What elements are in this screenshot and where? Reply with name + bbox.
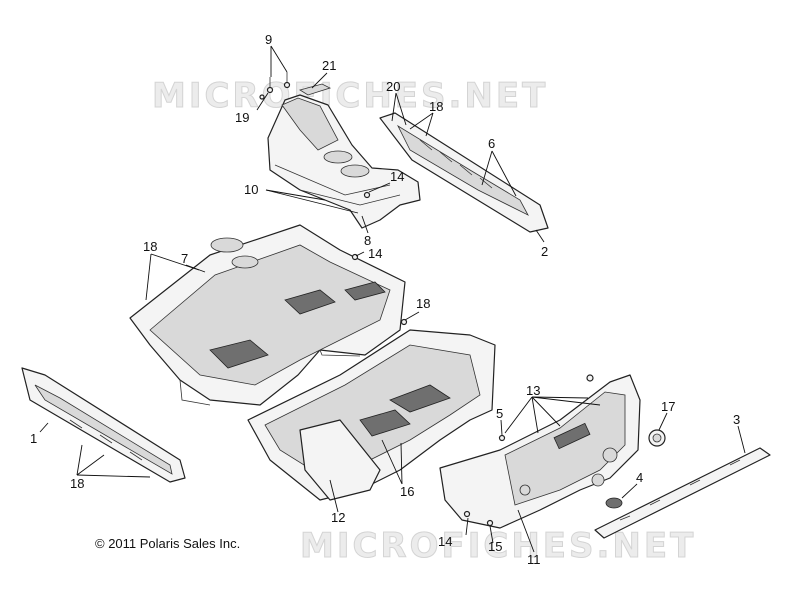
callout-3: 3 <box>733 412 740 427</box>
fastener-screws <box>259 72 291 100</box>
part-rear-bulkhead-panel <box>439 374 641 529</box>
callout-8: 8 <box>364 233 371 248</box>
callout-9: 9 <box>265 32 272 47</box>
callout-18-mid: 18 <box>416 296 430 311</box>
leader-lines <box>39 45 746 553</box>
small-fasteners <box>351 191 594 527</box>
callout-18-left: 18 <box>143 239 157 254</box>
callout-1: 1 <box>30 431 37 446</box>
watermark-top: MICROFICHES.NET <box>152 76 548 116</box>
callout-16: 16 <box>400 484 414 499</box>
callout-labels: 9 21 19 20 18 6 10 14 8 2 7 18 14 18 1 1… <box>30 32 740 567</box>
callout-14-mid: 14 <box>368 246 382 261</box>
watermark-bottom: MICROFICHES.NET <box>300 526 696 566</box>
callout-10: 10 <box>244 182 258 197</box>
callout-18-bottom: 18 <box>70 476 84 491</box>
part-left-rocker-panel <box>21 367 186 483</box>
callout-5: 5 <box>496 406 503 421</box>
callout-6: 6 <box>488 136 495 151</box>
callout-19: 19 <box>235 110 249 125</box>
part-console-cover <box>299 83 332 96</box>
callout-11: 11 <box>527 552 541 567</box>
copyright-notice: © 2011 Polaris Sales Inc. <box>95 536 241 551</box>
part-rear-trim-strip <box>594 447 771 539</box>
part-center-console <box>267 94 421 229</box>
callout-12: 12 <box>331 510 345 525</box>
callout-14-top: 14 <box>390 169 404 184</box>
part-right-rocker-panel <box>379 112 549 233</box>
callout-17: 17 <box>661 399 675 414</box>
callout-20: 20 <box>386 79 400 94</box>
callout-4: 4 <box>636 470 643 485</box>
callout-7: 7 <box>181 251 188 266</box>
callout-18-top: 18 <box>429 99 443 114</box>
part-grommets <box>605 429 666 509</box>
callout-15: 15 <box>488 539 502 554</box>
callout-13: 13 <box>526 383 540 398</box>
callout-14-bottom: 14 <box>438 534 452 549</box>
callout-2: 2 <box>541 244 548 259</box>
callout-21: 21 <box>322 58 336 73</box>
part-rear-floor-tub <box>247 329 496 501</box>
